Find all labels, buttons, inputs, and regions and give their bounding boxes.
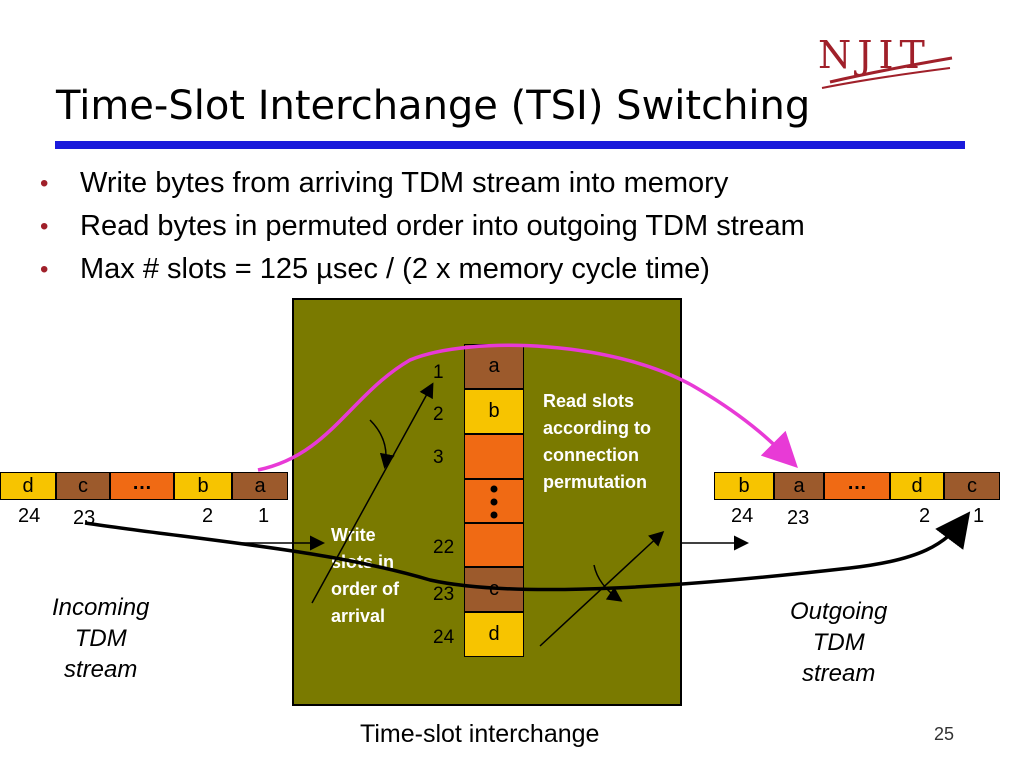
slot-number: 1 xyxy=(433,362,444,383)
memory-cell: a xyxy=(464,344,524,389)
incoming-slot-number: 2 xyxy=(202,505,214,527)
bullet-item: • Max # slots = 125 µsec / (2 x memory cy… xyxy=(40,248,805,291)
page-title: Time-Slot Interchange (TSI) Switching xyxy=(56,83,811,129)
bullet-item: • Read bytes in permuted order into outgo… xyxy=(40,205,805,248)
incoming-cell: c xyxy=(56,472,110,500)
read-slots-label: Read slots according to connection permu… xyxy=(543,388,651,496)
bullet-text: Max # slots = 125 µsec / (2 x memory cyc… xyxy=(80,253,710,285)
page-number: 25 xyxy=(934,724,955,744)
incoming-label-line: TDM xyxy=(74,625,127,652)
write-label-line: Write xyxy=(331,525,376,545)
slot-number: 22 xyxy=(433,537,455,558)
outgoing-label-line: TDM xyxy=(812,629,865,656)
incoming-cell: … xyxy=(110,472,174,500)
incoming-stream-label: Incoming TDM stream xyxy=(52,592,149,685)
bullet-dot-icon: • xyxy=(40,256,49,283)
memory-cell: d xyxy=(464,612,524,657)
outgoing-slot-number: 24 xyxy=(731,505,754,527)
outgoing-label-line: stream xyxy=(802,660,876,687)
outgoing-cell: b xyxy=(714,472,774,500)
bullet-text: Read bytes in permuted order into outgoi… xyxy=(80,210,805,242)
bullet-item: • Write bytes from arriving TDM stream in… xyxy=(40,162,805,205)
incoming-cell: d xyxy=(0,472,56,500)
outgoing-slot-number: 2 xyxy=(919,505,931,527)
outgoing-slot-number: 1 xyxy=(973,505,985,527)
read-label-line: connection xyxy=(543,445,640,465)
incoming-cell: b xyxy=(174,472,232,500)
bullet-dot-icon: • xyxy=(40,170,49,197)
slot-number: 24 xyxy=(433,627,455,648)
write-label-line: arrival xyxy=(331,606,386,626)
incoming-label-line: stream xyxy=(64,656,138,683)
write-pointer-arrow xyxy=(311,382,434,604)
memory-cell xyxy=(464,434,524,479)
read-label-line: permutation xyxy=(543,472,648,492)
bullet-text: Write bytes from arriving TDM stream int… xyxy=(80,167,729,199)
outgoing-cell: … xyxy=(824,472,890,500)
slot-number: 3 xyxy=(433,447,444,468)
outgoing-label-line: Outgoing xyxy=(790,598,888,625)
bullet-list: • Write bytes from arriving TDM stream in… xyxy=(40,162,805,291)
read-label-line: according to xyxy=(543,418,652,438)
write-label-line: order of xyxy=(331,579,400,599)
slot-number: 23 xyxy=(433,584,455,605)
write-rotation-arrow xyxy=(369,419,395,469)
incoming-slot-number: 1 xyxy=(258,505,270,527)
outgoing-stream-label: Outgoing TDM stream xyxy=(790,596,887,689)
incoming-cell: a xyxy=(232,472,288,500)
magenta-curve-arrow xyxy=(257,343,798,472)
title-rule xyxy=(55,141,965,149)
incoming-slot-number: 24 xyxy=(18,505,41,527)
slot-number: 2 xyxy=(433,404,444,425)
black-curve-arrow xyxy=(84,511,971,592)
bullet-dot-icon: • xyxy=(40,213,49,240)
read-rotation-arrow xyxy=(593,564,623,602)
memory-cell: b xyxy=(464,389,524,434)
outgoing-cell: d xyxy=(890,472,944,500)
outgoing-cell: a xyxy=(774,472,824,500)
outgoing-slot-number: 23 xyxy=(787,507,810,529)
diagram-caption: Time-slot interchange xyxy=(360,720,600,748)
logo-text: NJIT xyxy=(818,33,931,77)
outgoing-cell: c xyxy=(944,472,1000,500)
njit-logo: NJIT xyxy=(818,33,953,89)
memory-cell xyxy=(464,523,524,567)
incoming-label-line: Incoming xyxy=(52,594,150,621)
read-label-line: Read slots xyxy=(543,391,635,411)
